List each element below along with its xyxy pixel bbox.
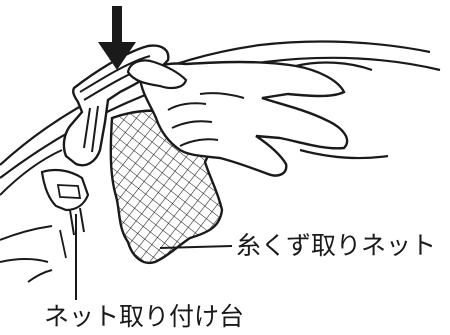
lint-net-leader-line (159, 245, 233, 249)
lint-net-label: 糸くず取りネット (236, 231, 437, 260)
drum-inner-wall (0, 149, 63, 196)
net-mount-stem (69, 207, 85, 236)
wrist-line (295, 61, 389, 160)
drum-lower-edge (0, 225, 53, 283)
net-frame-side-ridge (83, 105, 99, 153)
mount-fold-line (59, 229, 67, 259)
drum-rim-outer (0, 40, 431, 166)
down-arrow-icon (98, 6, 136, 70)
thumb (126, 59, 188, 90)
finger-lines (167, 92, 245, 147)
net-mount-label: ネット取り付け台 (44, 302, 245, 331)
net-mount-slot (56, 184, 82, 199)
hand (138, 60, 349, 177)
